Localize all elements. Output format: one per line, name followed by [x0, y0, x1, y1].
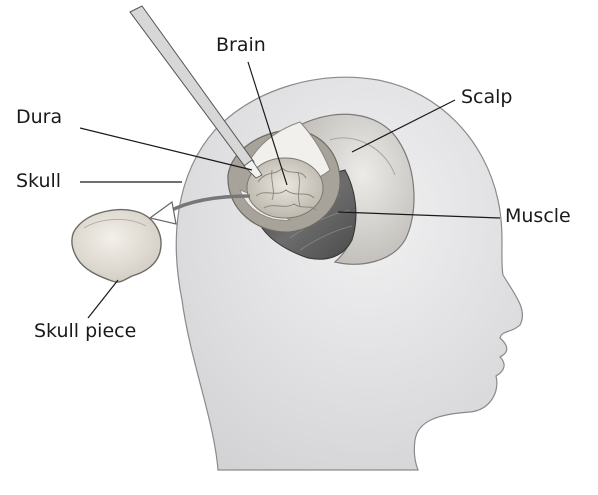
label-scalp: Scalp — [461, 88, 513, 107]
label-brain: Brain — [216, 36, 266, 55]
label-muscle: Muscle — [505, 207, 571, 226]
label-skull-piece: Skull piece — [34, 322, 136, 341]
arrow-head — [150, 202, 176, 224]
skull-piece — [72, 210, 161, 282]
label-skull: Skull — [16, 172, 61, 191]
leader-skull-piece — [88, 280, 118, 318]
label-dura: Dura — [16, 108, 62, 127]
instrument-icon — [130, 6, 254, 168]
brain-tissue — [247, 158, 323, 218]
